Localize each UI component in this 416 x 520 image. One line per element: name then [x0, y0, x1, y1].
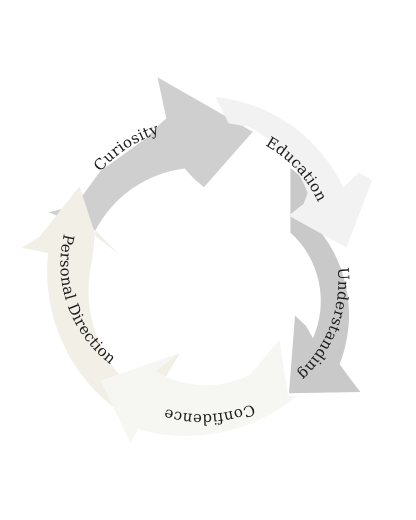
segment-curiosity [48, 77, 253, 231]
segment-confidence [100, 339, 297, 444]
segment-education [215, 97, 373, 248]
